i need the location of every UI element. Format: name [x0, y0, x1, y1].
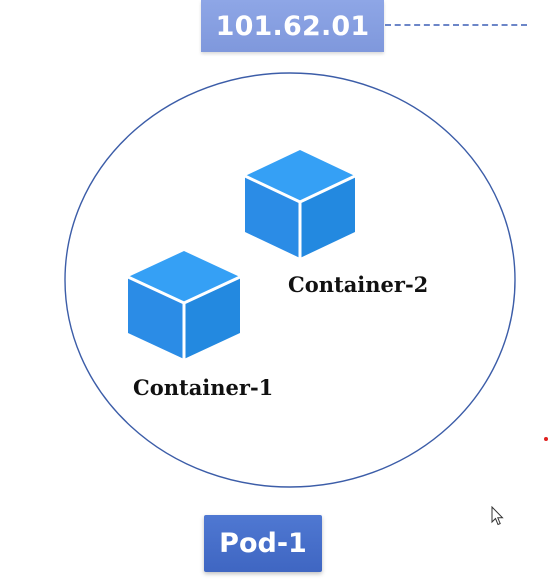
container-2-label: Container-2: [288, 272, 429, 297]
container-1-cube-icon: [127, 251, 241, 359]
container-1-label: Container-1: [133, 375, 274, 400]
mouse-pointer-icon: [491, 506, 504, 526]
pod-label-box: Pod-1: [204, 515, 322, 572]
ip-address-label: 101.62.01: [215, 10, 370, 42]
ip-dashed-connector: [385, 24, 527, 26]
red-dot-marker: [544, 437, 548, 441]
container-2-cube-icon: [244, 150, 356, 258]
pod-boundary-circle: [64, 72, 516, 488]
ip-address-box: 101.62.01: [201, 0, 384, 52]
pod-label: Pod-1: [219, 528, 307, 559]
